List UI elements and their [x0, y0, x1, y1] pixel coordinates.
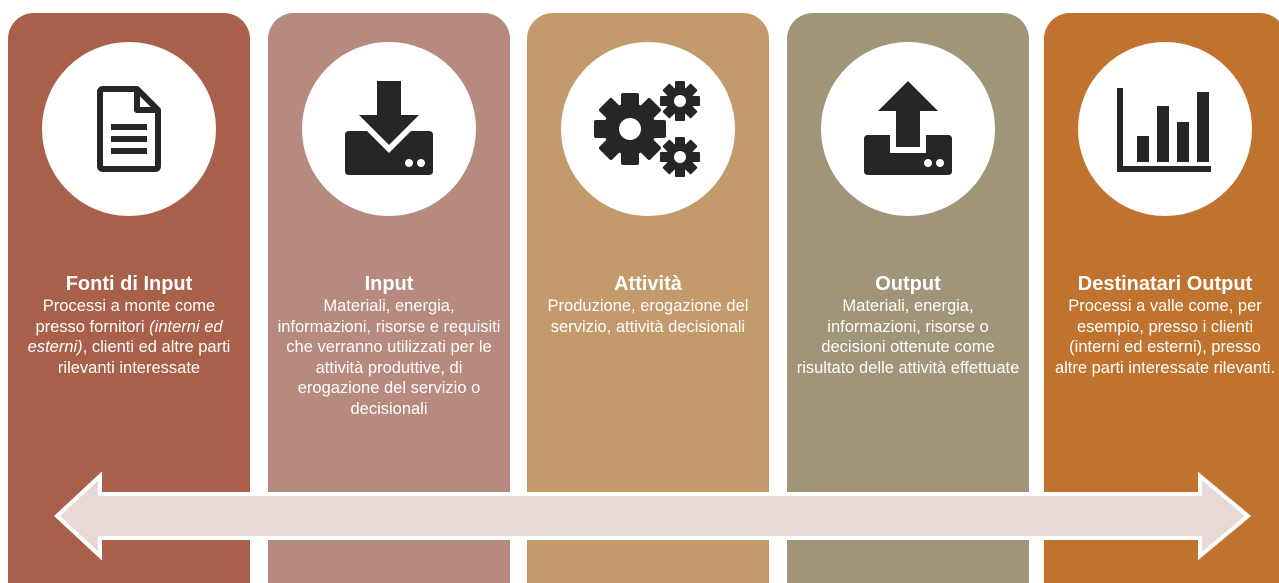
column-title: Attività [614, 273, 682, 295]
description-segment: Processi a monte come presso fornitori [35, 297, 216, 336]
icon-circle [821, 42, 995, 216]
download-icon [345, 81, 433, 175]
description-segment: Produzione, erogazione del servizio, att… [547, 297, 749, 336]
column-fonti-di-input: Fonti di Input Processi a monte come pre… [8, 13, 250, 583]
column-destinatari-output: Destinatari Output Processi a valle come… [1044, 13, 1279, 583]
document-icon [97, 86, 161, 172]
column-description: Produzione, erogazione del servizio, att… [535, 296, 761, 337]
description-segment: , clienti ed altre parti rilevanti inter… [57, 338, 231, 377]
gears-icon [594, 81, 700, 177]
icon-circle [561, 42, 735, 216]
column-title: Fonti di Input [65, 273, 193, 295]
description-segment: Materiali, energia, informazioni, risors… [796, 297, 1020, 377]
upload-icon [864, 81, 952, 175]
description-segment: Processi a valle come, per esempio, pres… [1054, 297, 1276, 377]
column-title: Destinatari Output [1077, 273, 1253, 295]
column-attivita: Attività Produzione, erogazione del serv… [527, 13, 769, 583]
description-italic-segment: (interni ed esterni) [27, 317, 223, 357]
column-description: Processi a monte come presso fornitori (… [16, 296, 242, 378]
column-input: Input Materiali, energia, informazioni, … [268, 13, 510, 583]
column-description: Materiali, energia, informazioni, risors… [276, 296, 502, 420]
column-title: Output [875, 273, 941, 295]
icon-circle [1078, 42, 1252, 216]
column-description: Processi a valle come, per esempio, pres… [1052, 296, 1278, 378]
bar-chart-icon [1117, 88, 1211, 172]
icon-circle [302, 42, 476, 216]
description-segment: Materiali, energia, informazioni, risors… [277, 297, 501, 418]
column-output: Output Materiali, energia, informazioni,… [787, 13, 1029, 583]
column-title: Input [364, 273, 414, 295]
icon-circle [42, 42, 216, 216]
column-description: Materiali, energia, informazioni, risors… [795, 296, 1021, 378]
